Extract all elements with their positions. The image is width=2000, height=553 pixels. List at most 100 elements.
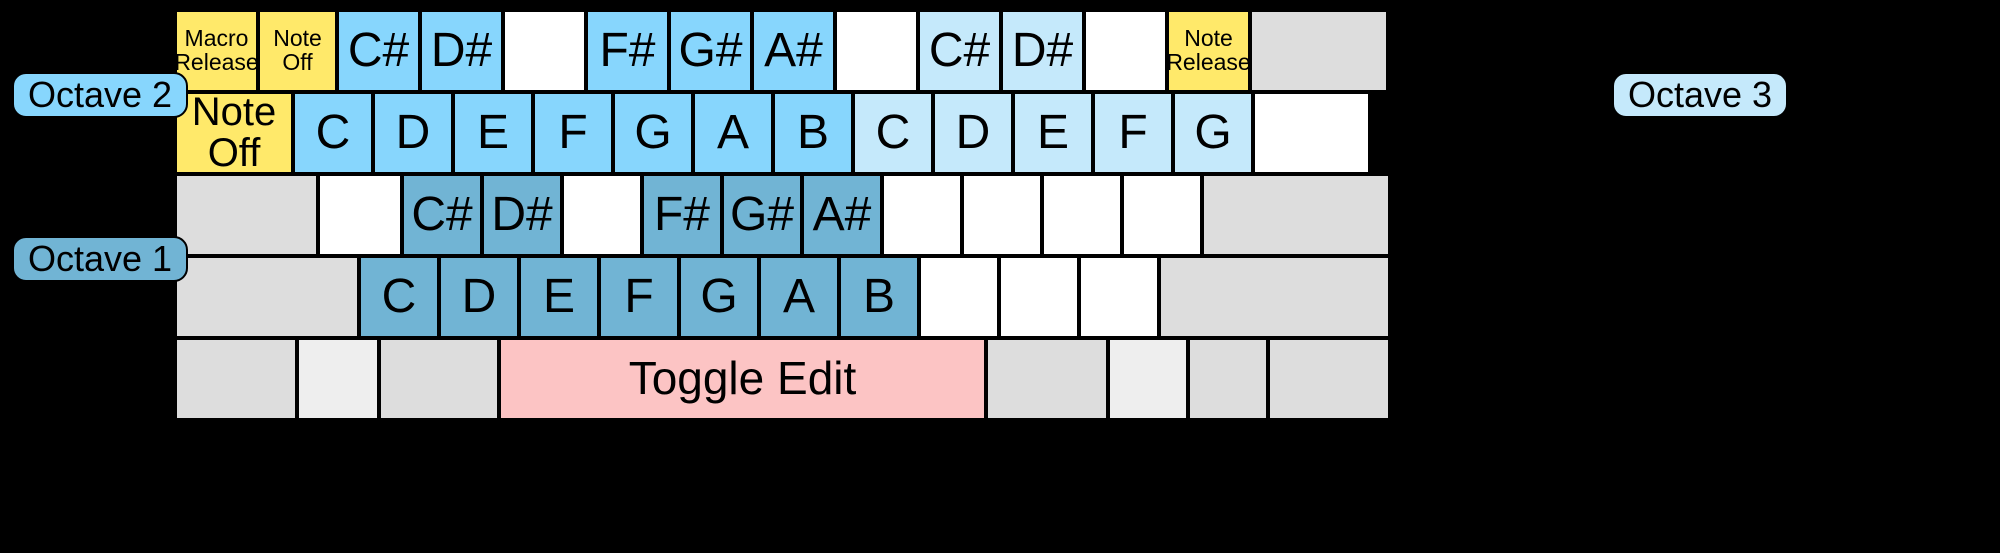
key-label: Macro Release bbox=[175, 25, 258, 75]
key-label: D# bbox=[430, 24, 493, 78]
key-blank[interactable] bbox=[1159, 256, 1390, 338]
key-label: F bbox=[1118, 106, 1148, 160]
key-blank[interactable] bbox=[999, 256, 1079, 338]
key-b[interactable]: B bbox=[839, 256, 919, 338]
key-blank[interactable] bbox=[1268, 338, 1390, 420]
key-a[interactable]: A bbox=[759, 256, 839, 338]
key-label: A# bbox=[764, 24, 823, 78]
key-f[interactable]: F bbox=[533, 92, 613, 174]
key-f[interactable]: F bbox=[599, 256, 679, 338]
key-label: F# bbox=[599, 24, 656, 78]
octave-1-label: Octave 1 bbox=[12, 236, 189, 282]
key-blank[interactable] bbox=[962, 174, 1042, 256]
key-blank[interactable] bbox=[919, 256, 999, 338]
key-label: D# bbox=[491, 188, 553, 242]
key-blank[interactable] bbox=[1202, 174, 1390, 256]
key-label: B bbox=[862, 270, 895, 324]
key-d[interactable]: D bbox=[439, 256, 519, 338]
key-g[interactable]: G bbox=[1173, 92, 1253, 174]
key-g[interactable]: G bbox=[679, 256, 759, 338]
key-blank[interactable] bbox=[1042, 174, 1122, 256]
key-blank[interactable] bbox=[503, 10, 586, 92]
key-label: D bbox=[461, 270, 497, 324]
key-label: B bbox=[796, 106, 829, 160]
key-dsharp[interactable]: D# bbox=[482, 174, 562, 256]
key-fsharp[interactable]: F# bbox=[586, 10, 669, 92]
key-d[interactable]: D bbox=[373, 92, 453, 174]
key-label: Note Release bbox=[1167, 25, 1250, 75]
key-label: G bbox=[700, 270, 738, 324]
key-fsharp[interactable]: F# bbox=[642, 174, 722, 256]
key-label: F bbox=[558, 106, 588, 160]
key-blank[interactable] bbox=[835, 10, 918, 92]
key-label: G# bbox=[729, 188, 795, 242]
key-blank[interactable] bbox=[1122, 174, 1202, 256]
key-label: A bbox=[782, 270, 815, 324]
key-blank[interactable] bbox=[318, 174, 402, 256]
key-label: D bbox=[955, 106, 991, 160]
key-blank[interactable] bbox=[1084, 10, 1167, 92]
key-c[interactable]: C bbox=[293, 92, 373, 174]
key-csharp[interactable]: C# bbox=[402, 174, 482, 256]
key-label: Toggle Edit bbox=[628, 352, 857, 405]
key-blank[interactable] bbox=[175, 174, 318, 256]
key-blank[interactable] bbox=[1188, 338, 1268, 420]
key-gsharp[interactable]: G# bbox=[722, 174, 802, 256]
key-blank[interactable] bbox=[1253, 92, 1370, 174]
key-label: E bbox=[1036, 106, 1069, 160]
key-e[interactable]: E bbox=[1013, 92, 1093, 174]
key-blank[interactable] bbox=[1108, 338, 1188, 420]
key-toggle-edit[interactable]: Toggle Edit bbox=[499, 338, 986, 420]
key-g[interactable]: G bbox=[613, 92, 693, 174]
key-label: D# bbox=[1011, 24, 1074, 78]
key-label: A# bbox=[812, 188, 872, 242]
key-label: A bbox=[716, 106, 749, 160]
key-e[interactable]: E bbox=[519, 256, 599, 338]
key-label: D bbox=[395, 106, 431, 160]
key-label: F# bbox=[653, 188, 710, 242]
key-label: Note Off bbox=[273, 25, 322, 75]
key-asharp[interactable]: A# bbox=[752, 10, 835, 92]
key-blank[interactable] bbox=[1250, 10, 1388, 92]
key-e[interactable]: E bbox=[453, 92, 533, 174]
key-label: Note Off bbox=[191, 92, 277, 174]
key-blank[interactable] bbox=[379, 338, 499, 420]
key-dsharp[interactable]: D# bbox=[420, 10, 503, 92]
key-label: F bbox=[624, 270, 654, 324]
key-blank[interactable] bbox=[562, 174, 642, 256]
key-blank[interactable] bbox=[297, 338, 379, 420]
key-csharp[interactable]: C# bbox=[918, 10, 1001, 92]
key-f[interactable]: F bbox=[1093, 92, 1173, 174]
key-a[interactable]: A bbox=[693, 92, 773, 174]
key-label: C bbox=[315, 106, 351, 160]
key-d[interactable]: D bbox=[933, 92, 1013, 174]
key-label: E bbox=[542, 270, 575, 324]
key-label: G bbox=[634, 106, 672, 160]
key-label: C# bbox=[347, 24, 410, 78]
key-label: C bbox=[875, 106, 911, 160]
key-gsharp[interactable]: G# bbox=[669, 10, 752, 92]
key-note-release[interactable]: Note Release bbox=[1167, 10, 1250, 92]
key-blank[interactable] bbox=[175, 338, 297, 420]
key-blank[interactable] bbox=[175, 256, 359, 338]
key-asharp[interactable]: A# bbox=[802, 174, 882, 256]
key-c[interactable]: C bbox=[359, 256, 439, 338]
key-note-off[interactable]: Note Off bbox=[258, 10, 337, 92]
key-blank[interactable] bbox=[1079, 256, 1159, 338]
key-csharp[interactable]: C# bbox=[337, 10, 420, 92]
key-label: G# bbox=[678, 24, 743, 78]
key-macro-release[interactable]: Macro Release bbox=[175, 10, 258, 92]
octave-2-label: Octave 2 bbox=[12, 72, 189, 118]
octave-3-label: Octave 3 bbox=[1612, 72, 1789, 118]
key-label: G bbox=[1194, 106, 1232, 160]
key-note-off[interactable]: Note Off bbox=[175, 92, 293, 174]
key-blank[interactable] bbox=[986, 338, 1108, 420]
key-c[interactable]: C bbox=[853, 92, 933, 174]
key-label: C# bbox=[928, 24, 991, 78]
key-b[interactable]: B bbox=[773, 92, 853, 174]
key-dsharp[interactable]: D# bbox=[1001, 10, 1084, 92]
key-label: C# bbox=[411, 188, 473, 242]
key-blank[interactable] bbox=[882, 174, 962, 256]
